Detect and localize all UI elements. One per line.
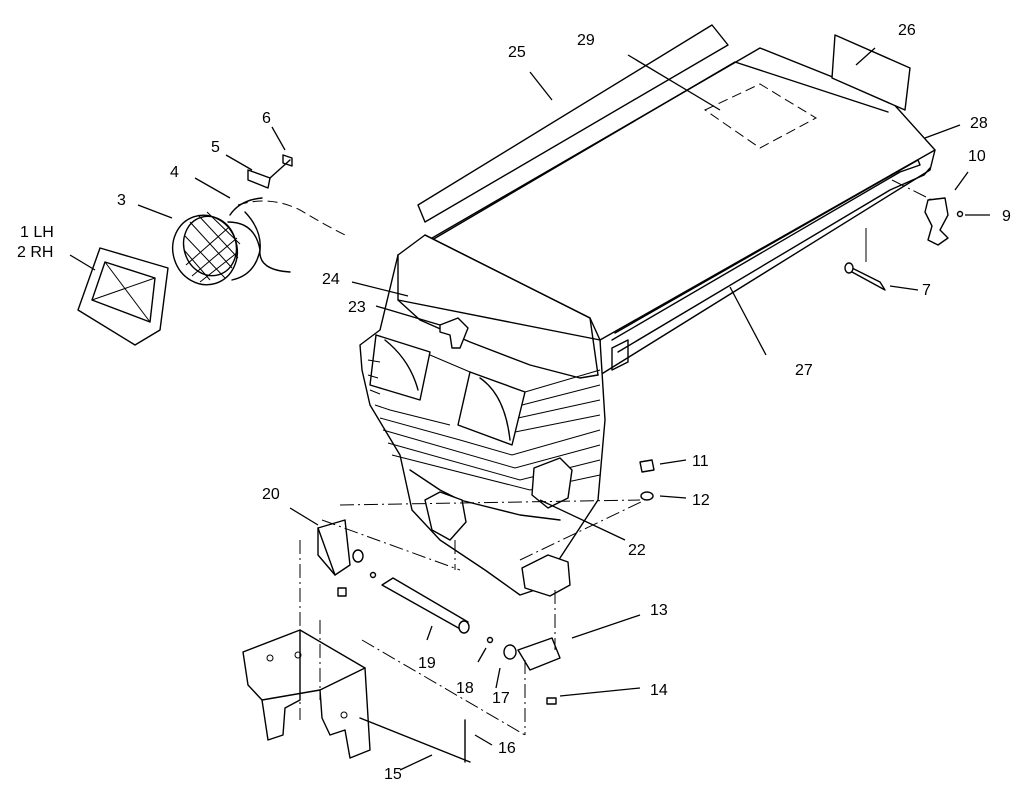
callout-29: 29 xyxy=(577,32,595,49)
callout-labels: 1 LH 2 RH 3 4 5 6 7 9 10 11 12 13 14 15 … xyxy=(17,22,1011,783)
callout-6: 6 xyxy=(262,110,271,127)
callout-25: 25 xyxy=(508,44,526,61)
callout-17: 17 xyxy=(492,690,510,707)
callout-27: 27 xyxy=(795,362,813,379)
leader-lines xyxy=(69,47,990,771)
callout-5: 5 xyxy=(211,139,220,156)
callout-15: 15 xyxy=(384,766,402,783)
callout-7: 7 xyxy=(922,282,931,299)
callout-3: 3 xyxy=(117,192,126,209)
callout-28: 28 xyxy=(970,115,988,132)
callout-1: 1 LH xyxy=(20,224,54,241)
callout-10: 10 xyxy=(968,148,986,165)
callout-11: 11 xyxy=(692,453,709,470)
callout-14: 14 xyxy=(650,682,668,699)
callout-2: 2 RH xyxy=(17,244,53,261)
callout-18: 18 xyxy=(456,680,474,697)
callout-16: 16 xyxy=(498,740,516,757)
callout-13: 13 xyxy=(650,602,668,619)
callout-23: 23 xyxy=(348,299,366,316)
callout-22: 22 xyxy=(628,542,646,559)
callout-9: 9 xyxy=(1002,208,1011,225)
callout-26: 26 xyxy=(898,22,916,39)
headlight-assembly xyxy=(77,154,346,346)
callout-19: 19 xyxy=(418,655,436,672)
callout-24: 24 xyxy=(322,271,340,288)
grille-assembly xyxy=(359,234,606,597)
latch-assembly xyxy=(844,179,964,291)
callout-4: 4 xyxy=(170,164,179,181)
axle-support-assembly xyxy=(242,459,655,763)
callout-20: 20 xyxy=(262,486,280,503)
callout-12: 12 xyxy=(692,492,710,509)
